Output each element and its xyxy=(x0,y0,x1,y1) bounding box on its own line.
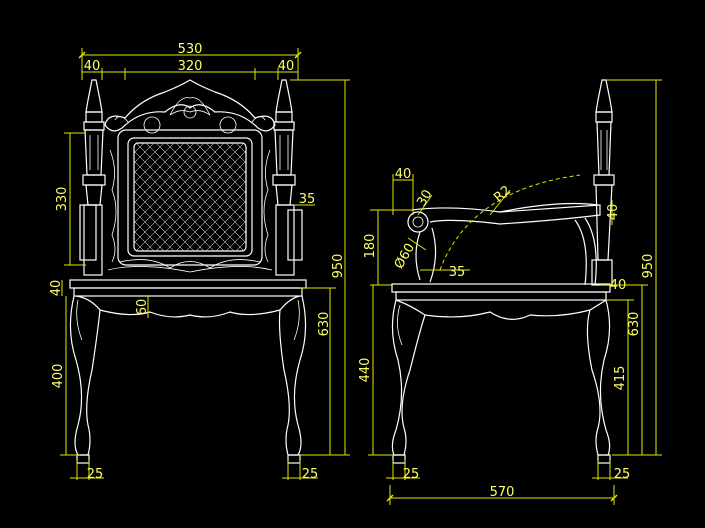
front-view: 530 40 320 40 330 35 40 60 400 xyxy=(49,42,414,482)
mesh-line xyxy=(205,143,246,251)
dim-apron-height: 60 xyxy=(135,299,150,316)
side-seat xyxy=(391,283,611,320)
mesh-line xyxy=(134,143,215,251)
dim-scroll-radius: 30 xyxy=(414,187,435,209)
front-back-panel xyxy=(107,129,414,273)
dim-top-rail: 40 xyxy=(606,204,621,221)
mesh-line xyxy=(225,143,246,251)
mesh-line xyxy=(134,143,165,251)
dim-post-left: 40 xyxy=(84,59,101,74)
dim-arm-width: 40 xyxy=(395,167,412,182)
mesh-line xyxy=(266,143,374,251)
side-arm xyxy=(407,202,601,286)
mesh-line xyxy=(215,143,246,251)
side-view: 40 30 R2 180 Ø60 35 40 40 440 415 xyxy=(358,79,662,505)
dim-arm-offset: 35 xyxy=(299,192,316,207)
mesh-line xyxy=(134,143,185,251)
dim-rail-thickness: 40 xyxy=(49,280,64,297)
mesh-line xyxy=(134,143,175,251)
dim-leg-height: 400 xyxy=(51,364,66,389)
dim-arm-height: 180 xyxy=(363,234,378,259)
dim-side-overall-height: 950 xyxy=(641,254,656,279)
front-crest xyxy=(104,79,276,134)
dim-seat-height: 630 xyxy=(317,312,332,337)
dim-arm-post: 35 xyxy=(449,265,466,280)
dim-side-seat-height: 630 xyxy=(627,312,642,337)
dim-side-leg-height: 440 xyxy=(358,358,373,383)
front-left-post xyxy=(79,79,106,276)
mesh-line xyxy=(195,143,246,251)
dim-overall-height: 950 xyxy=(331,254,346,279)
mesh-line xyxy=(134,143,185,251)
mesh-line xyxy=(225,143,246,251)
side-back-post xyxy=(591,79,615,286)
front-right-post xyxy=(272,79,303,276)
dim-depth: 570 xyxy=(490,485,515,500)
mesh-line xyxy=(134,143,225,251)
dim-post-right: 40 xyxy=(278,59,295,74)
dim-foot-left: 25 xyxy=(87,467,104,482)
mesh-line xyxy=(266,143,374,251)
mesh-line xyxy=(134,143,195,251)
mesh-line xyxy=(185,143,246,251)
dim-back-panel-height: 330 xyxy=(55,187,70,212)
mesh-line xyxy=(205,143,246,251)
dim-side-foot-right: 25 xyxy=(614,467,631,482)
mesh-line xyxy=(145,143,246,251)
front-seat xyxy=(69,279,307,318)
mesh-line xyxy=(155,143,246,251)
mesh-line xyxy=(134,143,155,251)
mesh-line xyxy=(134,143,175,251)
mesh-line xyxy=(134,143,155,251)
mesh-line xyxy=(175,143,246,251)
dim-overall-width: 530 xyxy=(178,42,203,57)
front-dimensions: 530 40 320 40 330 35 40 60 400 xyxy=(49,42,350,482)
mesh-line xyxy=(134,143,235,251)
dim-back-radius: R2 xyxy=(491,183,514,206)
mesh-line xyxy=(134,143,165,251)
mesh-line xyxy=(306,143,414,251)
dim-foot-right: 25 xyxy=(302,467,319,482)
side-legs xyxy=(391,299,611,464)
dim-back-inner-width: 320 xyxy=(178,59,203,74)
mesh-line xyxy=(195,143,246,251)
dim-scroll-diameter: Ø60 xyxy=(392,241,418,272)
mesh-line xyxy=(134,143,205,251)
mesh-line xyxy=(135,143,245,251)
mesh-line xyxy=(165,143,246,251)
mesh-line xyxy=(306,143,414,251)
front-legs xyxy=(69,295,307,464)
dim-seat-height-inner: 415 xyxy=(613,366,628,391)
mesh-line xyxy=(215,143,246,251)
dim-side-foot-left: 25 xyxy=(403,467,420,482)
